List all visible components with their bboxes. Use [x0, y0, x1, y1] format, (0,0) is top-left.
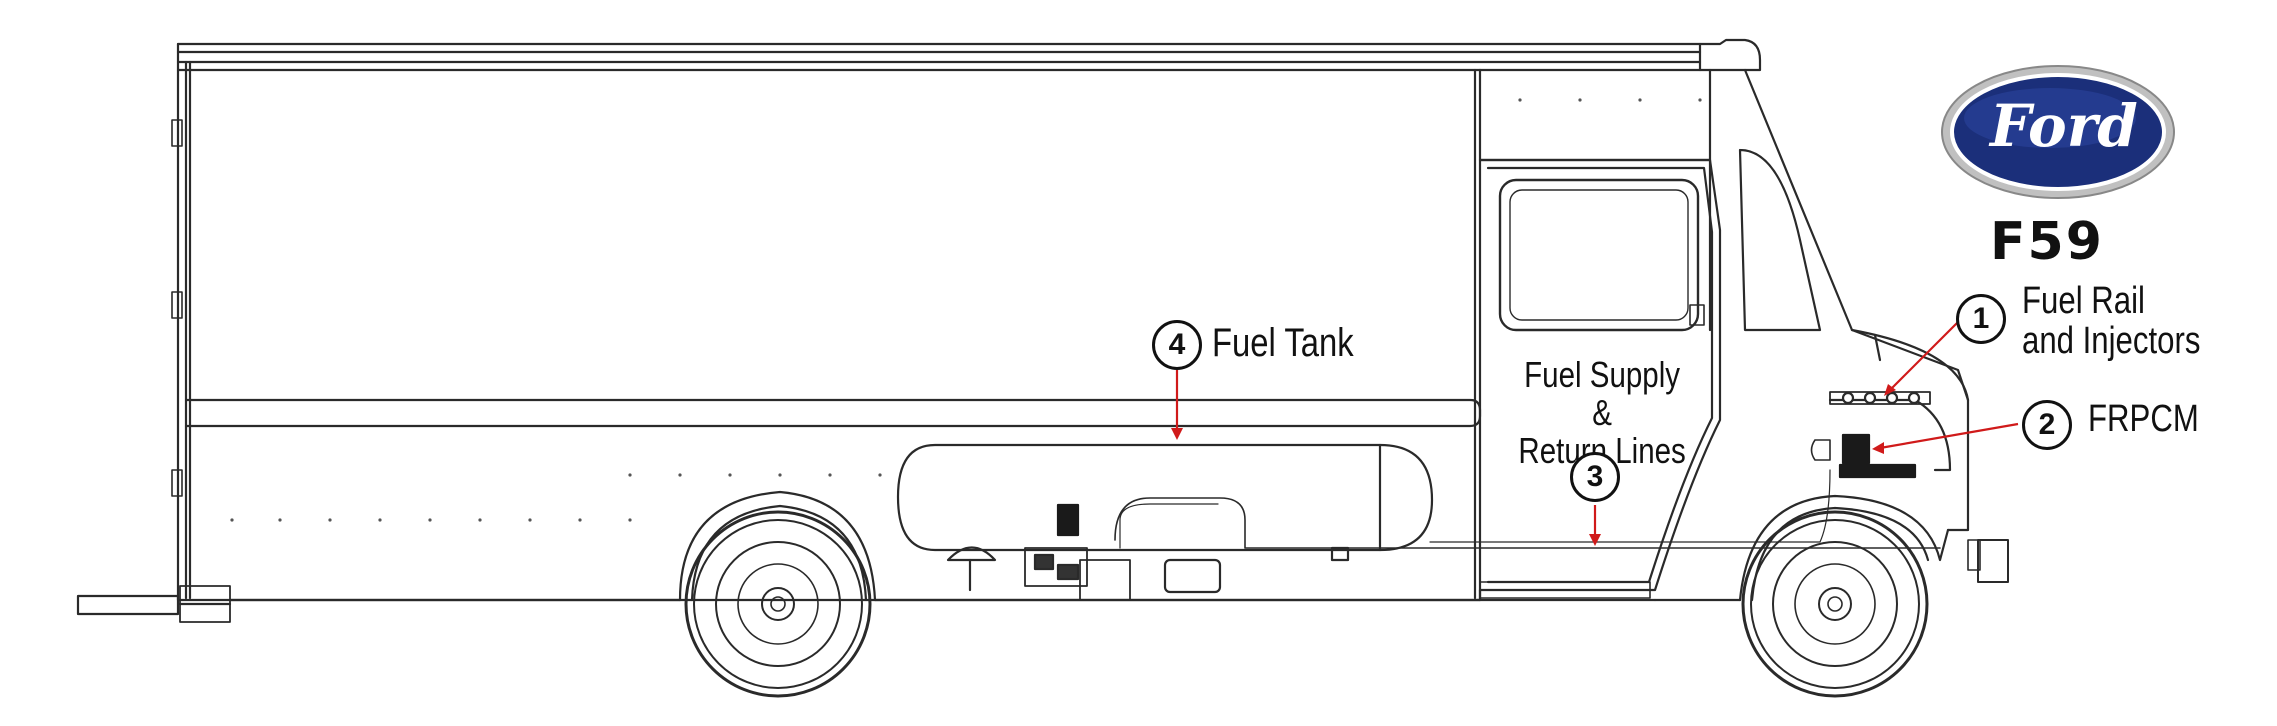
frpcm-module: [1841, 433, 1871, 465]
roof-rail: [176, 38, 1762, 72]
cargo-box: [176, 42, 1482, 602]
door-window: [1498, 178, 1700, 332]
fuel-lines: [1114, 497, 1941, 549]
ford-logo: [1941, 65, 2175, 199]
rub-rail: [184, 398, 1482, 428]
callout-label-1: Fuel Rail and Injectors: [2022, 280, 2201, 362]
callout-number-3: 3: [1570, 452, 1620, 502]
front-bumper: [1977, 539, 2009, 583]
callout-label-2: FRPCM: [2088, 398, 2199, 440]
rear-bumper: [76, 594, 180, 616]
front-wheel: [1741, 510, 1929, 698]
callout-label-1-line1: Fuel Rail: [2022, 280, 2145, 322]
front-wheel-arch: [1738, 494, 1950, 602]
windshield: [1738, 148, 1822, 332]
callout-label-4: Fuel Tank: [1212, 321, 1354, 365]
model-label: F59: [1990, 212, 2104, 272]
cab-door: [1478, 158, 1722, 592]
callout-label-1-line2: and Injectors: [2022, 319, 2201, 362]
callout-label-3-line1: Fuel Supply &: [1524, 354, 1681, 433]
arrow-frpcm: [1879, 422, 2019, 450]
rear-wheel: [684, 510, 872, 698]
ford-logo-text: Ford: [1990, 92, 2138, 160]
callout-number-2: 2: [2022, 400, 2072, 450]
rear-wheel-arch: [678, 490, 877, 602]
fuel-rail: [1829, 391, 1931, 405]
callout-number-1: 1: [1956, 294, 2006, 344]
arrow-fuel-rail: [1889, 319, 1961, 391]
callout-number-4: 4: [1152, 320, 1202, 370]
